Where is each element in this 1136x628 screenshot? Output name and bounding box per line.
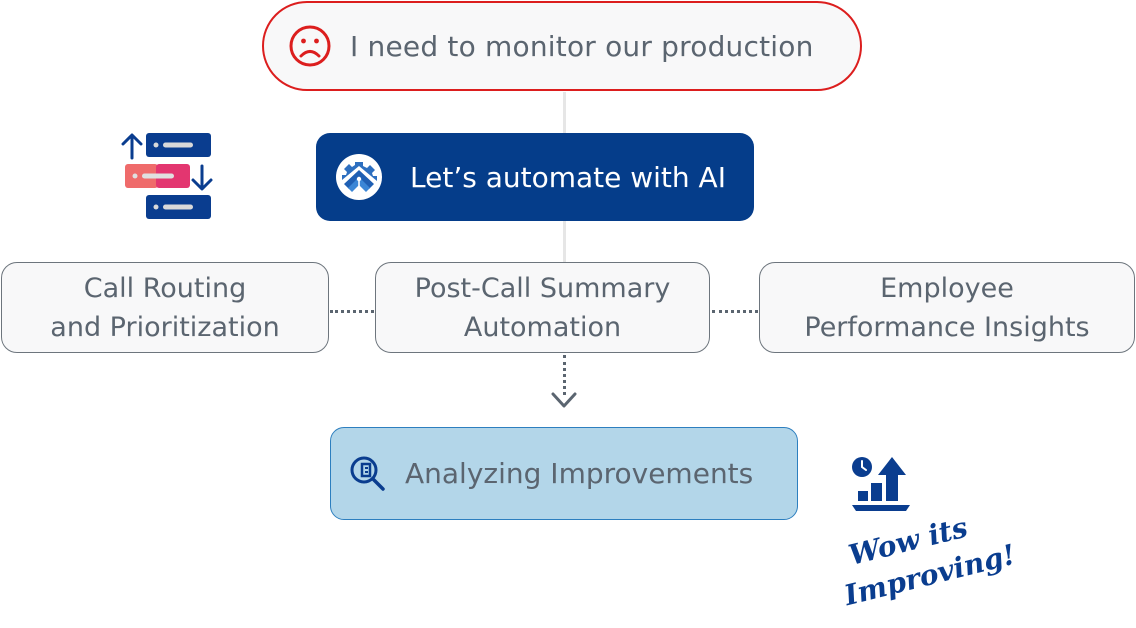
chevron-down-icon <box>551 392 577 408</box>
feature-line: Automation <box>463 311 622 343</box>
feature-line: Performance Insights <box>804 311 1090 343</box>
sad-face-icon <box>289 25 331 67</box>
server-transfer-icon <box>121 133 213 219</box>
feature-line: Post-Call Summary <box>414 272 671 304</box>
problem-text: I need to monitor our production <box>350 29 814 63</box>
feature-line: and Prioritization <box>50 311 280 343</box>
automate-ai-button[interactable]: Let’s automate with AI <box>316 133 754 221</box>
magnify-document-icon <box>350 456 385 491</box>
growth-chart-icon <box>852 457 910 511</box>
automate-ai-label: Let’s automate with AI <box>410 160 726 194</box>
dotted-connector <box>563 355 566 395</box>
feature-line: Call Routing <box>83 272 247 304</box>
feature-employee-insights[interactable]: Employee Performance Insights <box>759 262 1135 353</box>
problem-statement: I need to monitor our production <box>262 1 862 91</box>
feature-line: Employee <box>880 272 1014 304</box>
analyzing-label: Analyzing Improvements <box>405 457 754 490</box>
connector-line <box>563 92 566 134</box>
feature-call-routing[interactable]: Call Routing and Prioritization <box>1 262 329 353</box>
analyzing-improvements[interactable]: Analyzing Improvements <box>330 427 798 520</box>
dotted-connector <box>712 310 758 313</box>
connector-line <box>563 221 566 262</box>
feature-post-call-summary[interactable]: Post-Call Summary Automation <box>375 262 710 353</box>
ai-gear-logo-icon <box>336 154 382 200</box>
dotted-connector <box>330 310 374 313</box>
